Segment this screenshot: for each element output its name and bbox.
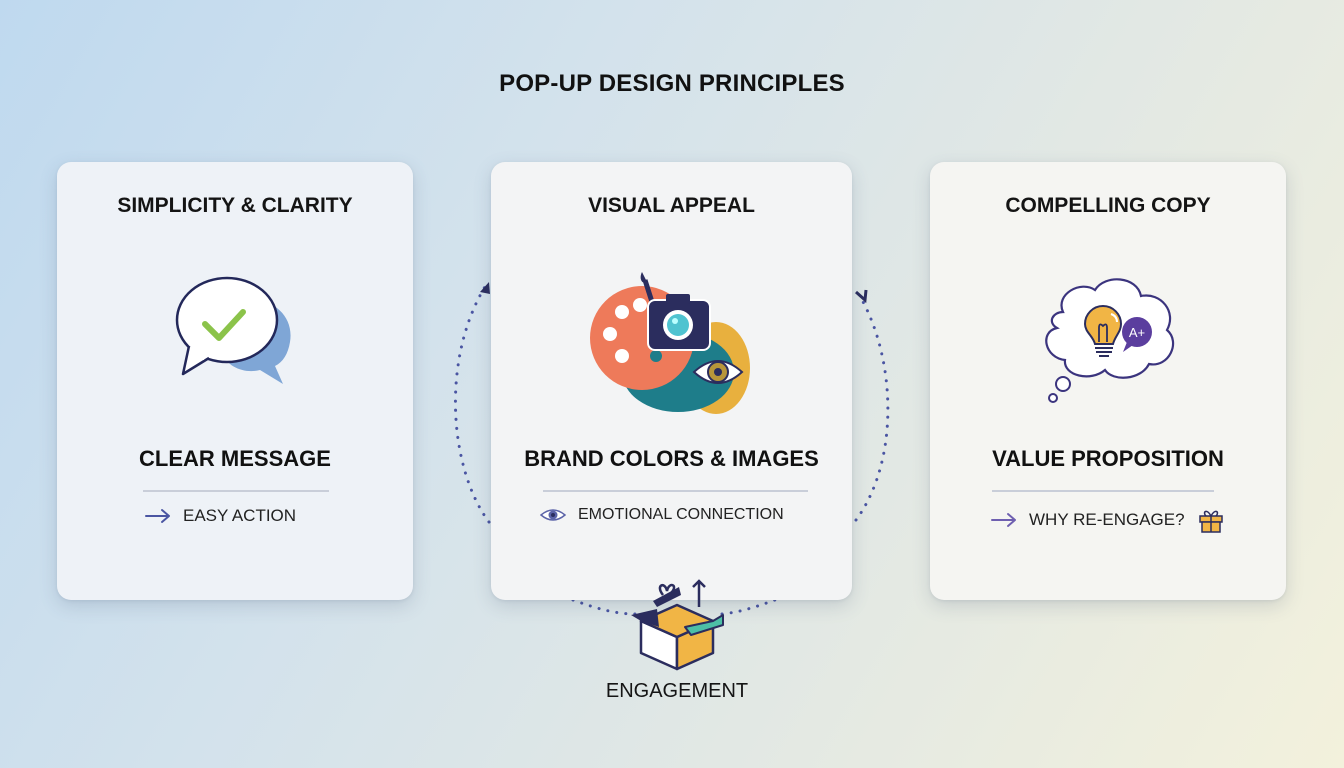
detail-row: EASY ACTION xyxy=(145,506,296,526)
arrowhead-right-icon xyxy=(855,289,868,304)
card-subtitle: CLEAR MESSAGE xyxy=(139,446,331,471)
card-title: SIMPLICITY & CLARITY xyxy=(117,194,353,217)
arrowhead-left-icon xyxy=(480,282,490,294)
divider xyxy=(543,490,808,492)
card-title: VISUAL APPEAL xyxy=(588,194,755,217)
card-simplicity-clarity: SIMPLICITY & CLARITY CLEAR MESSAGE EASY … xyxy=(57,162,413,600)
thought-cloud-lightbulb-icon: A+ xyxy=(1045,278,1175,403)
eye-icon xyxy=(540,509,566,521)
detail-row: WHY RE-ENGAGE? xyxy=(991,506,1225,534)
engagement-label: ENGAGEMENT xyxy=(605,680,749,702)
arrow-right-icon xyxy=(145,509,170,523)
arrow-right-icon xyxy=(991,513,1016,527)
engagement-node: ENGAGEMENT xyxy=(560,575,794,703)
card-subtitle: VALUE PROPOSITION xyxy=(992,446,1224,471)
open-box-icon xyxy=(631,579,724,671)
palette-camera-eye-icon xyxy=(589,272,750,414)
divider xyxy=(143,490,329,492)
card-visual-appeal: VISUAL APPEAL BRAND COLORS & IMAGES xyxy=(491,162,852,600)
detail-text: WHY RE-ENGAGE? xyxy=(1029,510,1185,529)
right-cycle-arc xyxy=(854,298,890,522)
detail-row: EMOTIONAL CONNECTION xyxy=(540,506,784,524)
detail-text: EASY ACTION xyxy=(183,506,297,525)
detail-text: EMOTIONAL CONNECTION xyxy=(578,506,784,523)
left-cycle-arc xyxy=(453,283,491,524)
page-title: POP-UP DESIGN PRINCIPLES xyxy=(499,70,845,97)
speech-bubble-check-icon xyxy=(175,276,291,384)
card-title: COMPELLING COPY xyxy=(1005,194,1211,217)
divider xyxy=(992,490,1214,492)
card-subtitle: BRAND COLORS & IMAGES xyxy=(524,446,819,471)
gift-icon xyxy=(1198,510,1223,533)
card-compelling-copy: COMPELLING COPY A+ VALUE PROPOSITION WHY… xyxy=(930,162,1286,600)
svg-text:A+: A+ xyxy=(1129,325,1145,340)
